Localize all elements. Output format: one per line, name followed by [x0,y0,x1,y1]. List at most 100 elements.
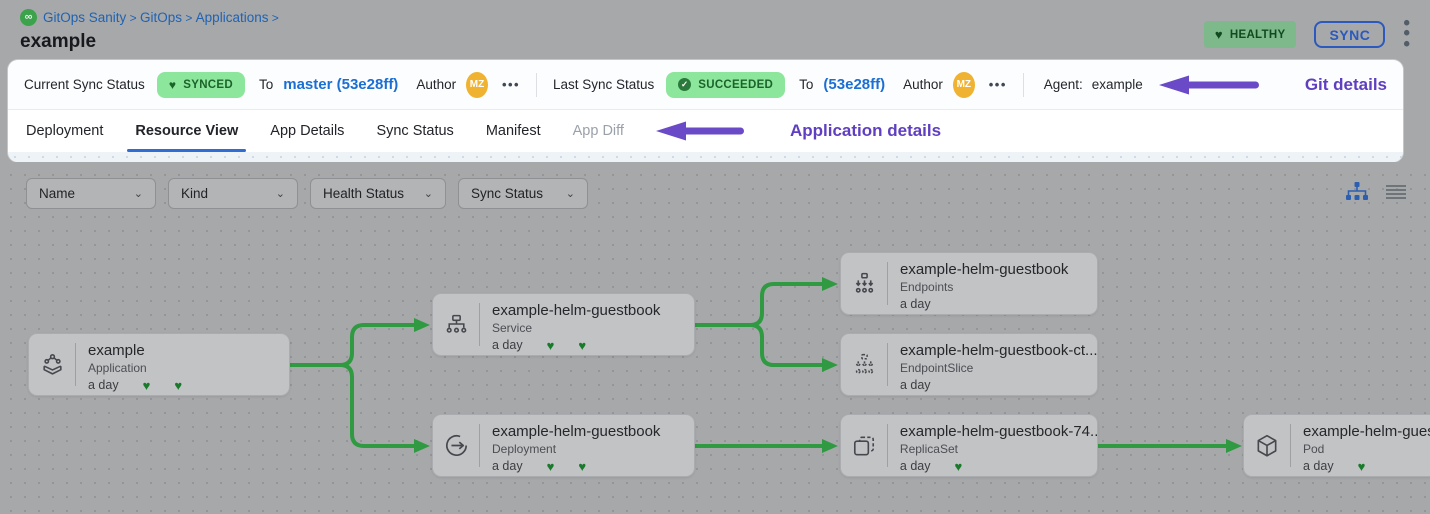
tab-app-diff[interactable]: App Diff [572,123,624,139]
tab-manifest[interactable]: Manifest [485,123,541,139]
divider [536,72,537,97]
check-circle-icon: ✓ [678,78,692,91]
health-heart-icon: ♥ [546,337,555,353]
list-view-icon[interactable] [1386,184,1406,200]
application-details-annotation: Application details [789,121,942,140]
filter-bar: Name⌄Kind⌄Health Status⌄Sync Status⌄ [26,178,588,209]
git-details-arrow-icon [1158,75,1259,94]
divider [1022,72,1024,97]
more-options-icon[interactable]: ••• [988,77,1007,92]
gitops-logo-icon: ∞ [20,9,37,26]
sync-status-bar: Current Sync Status ♥ SYNCED To master (… [8,60,1403,109]
app-tabs: Deployment Resource View App Details Sync S… [8,109,1403,152]
sync-button[interactable]: SYNC [1314,21,1386,49]
node-age: a day [1303,459,1334,473]
tree-view-icon[interactable] [1346,182,1368,202]
health-heart-icon: ♥ [954,458,963,474]
filter-dropdown-kind[interactable]: Kind⌄ [168,178,298,209]
card-bottom-strip [8,152,1403,162]
to-label: To [258,77,274,92]
chevron-right-icon: > [268,11,279,25]
node-title: example-helm-guestbook [900,261,1069,278]
view-toggles [1346,182,1406,202]
node-age: a day [900,297,931,311]
filter-dropdown-health-status[interactable]: Health Status ⌄ [310,178,446,209]
page-title: example [20,31,97,52]
node-kind: Application [88,361,147,375]
tabs-list: Deployment Resource View App Details Sync S… [10,110,640,152]
filter-label: Sync Status [471,186,544,201]
node-age: a day [492,459,523,473]
author-avatar[interactable]: MZ [952,71,975,98]
divider [887,424,888,467]
divider [479,303,480,346]
node-age: a day [899,378,931,392]
breadcrumb-link[interactable]: GitOps [139,10,182,25]
agent-value: example [1091,77,1143,92]
node-title: example-helm-guestbook [492,302,661,319]
kebab-menu-icon[interactable]: ••• [1403,13,1410,55]
node-age: a day [88,378,119,392]
last-commit-link[interactable]: (53e28ff) [823,76,886,93]
deployment-icon [433,415,479,476]
endpoints-icon [841,253,887,314]
node-meta: a day♥♥ [492,338,660,352]
filter-dropdown-name[interactable]: Name ⌄ [26,178,156,209]
health-heart-icon: ♥ [578,458,587,474]
tab-resource-view[interactable]: Resource View [119,110,254,152]
breadcrumb-link[interactable]: Applications [195,10,269,25]
node-title: example-helm-guestbook-74... [899,423,1097,440]
tab-deployment[interactable]: Deployment [26,123,104,139]
chevron-down-icon: ⌄ [565,188,575,200]
node-kind: Deployment [492,442,557,456]
node-title: example-helm-guestbook-ct... [899,342,1097,359]
divider [887,343,888,386]
current-commit-link[interactable]: master (53e28ff) [283,76,399,93]
last-sync-status-label: Last Sync Status [552,77,655,92]
breadcrumb-links: GitOps Sanity > GitOps > Applications > [43,10,279,25]
filter-dropdown-sync-status[interactable]: Sync Status ⌄ [458,178,588,209]
divider [1290,424,1291,467]
heart-icon: ♥ [168,77,177,92]
app-details-card: Current Sync Status ♥ SYNCED To master (… [8,60,1403,162]
resource-node-endpointslice[interactable]: example-helm-guestbook-ct... EndpointSlic… [840,333,1098,396]
node-kind: Endpoints [900,280,954,294]
divider [887,262,888,305]
more-options-icon[interactable]: ••• [501,77,521,92]
resource-tree-canvas: Name⌄Kind⌄Health Status⌄Sync Status⌄ [0,162,1430,514]
chevron-down-icon: ⌄ [423,188,433,200]
succeeded-badge-label: SUCCEEDED [698,78,774,91]
health-heart-icon: ♥ [578,337,587,353]
author-avatar[interactable]: MZ [466,71,488,98]
health-heart-icon: ♥ [1357,458,1366,474]
application-icon [29,334,75,395]
succeeded-badge: ✓ SUCCEEDED [666,71,786,98]
node-meta: a day♥♥ [492,459,660,473]
node-kind: EndpointSlice [899,361,974,375]
tab-app-details[interactable]: App Details [270,123,345,139]
node-age: a day [899,459,931,473]
filter-label: Name [39,186,76,201]
chevron-down-icon: ⌄ [275,188,285,200]
chevron-down-icon: ⌄ [133,188,143,200]
filter-label: Health Status [323,186,405,201]
author-label: Author [903,77,943,92]
health-heart-icon: ♥ [142,377,151,393]
git-details-annotation: Git details [1304,74,1387,94]
breadcrumb-link[interactable]: GitOps Sanity [43,10,127,25]
tab-sync-status[interactable]: Sync Status [376,123,454,139]
application-details-arrow-icon [655,121,744,141]
